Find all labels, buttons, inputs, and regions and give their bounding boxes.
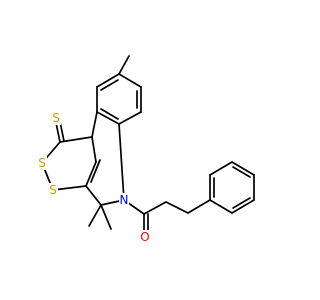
bond (96, 73, 120, 88)
bond (231, 161, 255, 176)
atom-label: S (52, 111, 60, 125)
bond (96, 111, 120, 125)
bond (143, 201, 167, 215)
bond (100, 108, 119, 120)
thione-sulfur-atom: S (51, 111, 61, 125)
atom-label: S (38, 156, 46, 170)
molecule-structure: S S S N O (37, 55, 255, 244)
bonds (41, 55, 255, 236)
bond (209, 199, 233, 214)
bond (231, 199, 255, 214)
oxygen-atom: O (140, 230, 150, 244)
bond (59, 136, 93, 143)
bond (118, 73, 142, 88)
bond (118, 123, 125, 201)
bond (232, 166, 251, 178)
bond (100, 204, 112, 230)
atom-labels: S S S N O (37, 111, 150, 244)
bond (232, 197, 251, 209)
bond (85, 185, 102, 206)
bond (118, 111, 142, 125)
bond (85, 161, 97, 187)
ring-sulfur-atom-top: S (37, 156, 47, 170)
bond (187, 199, 211, 214)
bond (91, 136, 97, 163)
atom-label: N (120, 193, 129, 207)
atom-label: S (49, 183, 57, 197)
bond (52, 185, 87, 191)
bond (209, 161, 233, 176)
nitrogen-atom: N (119, 193, 129, 207)
bond (165, 201, 189, 214)
ring-sulfur-atom-bottom: S (48, 183, 58, 197)
bond (88, 204, 102, 227)
bond (100, 79, 119, 91)
bond (118, 55, 130, 75)
bond (90, 159, 101, 183)
atom-label: O (140, 230, 149, 244)
bond (91, 111, 98, 138)
